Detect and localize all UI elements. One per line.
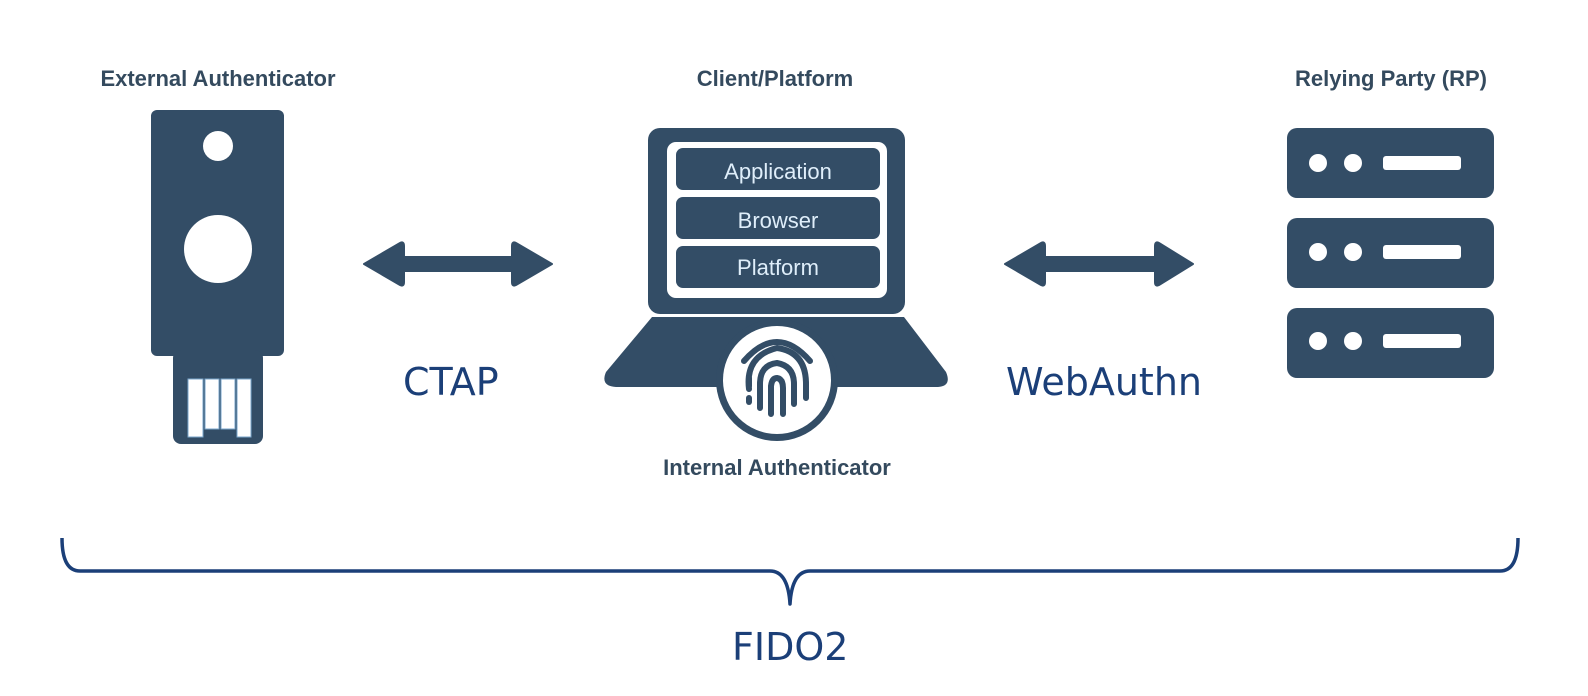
internal-authenticator-label: Internal Authenticator bbox=[663, 455, 891, 480]
usb-key-lanyard-hole bbox=[203, 131, 233, 161]
usb-key-connector bbox=[173, 350, 263, 444]
layer-browser bbox=[676, 197, 880, 239]
webauthn-label: WebAuthn bbox=[1006, 360, 1202, 404]
laptop-base bbox=[604, 317, 948, 387]
server-unit bbox=[1287, 128, 1494, 198]
server-unit bbox=[1287, 218, 1494, 288]
laptop-screen bbox=[648, 128, 905, 314]
relying-party-heading: Relying Party (RP) bbox=[1295, 66, 1487, 91]
laptop-screen-inner bbox=[667, 142, 887, 298]
layer-application-label: Application bbox=[724, 159, 832, 184]
client-platform-heading: Client/Platform bbox=[696, 66, 854, 91]
server-unit bbox=[1287, 308, 1494, 378]
layer-application bbox=[676, 148, 880, 190]
layer-platform bbox=[676, 246, 880, 288]
external-authenticator-heading: External Authenticator bbox=[100, 66, 336, 91]
layer-browser-label: Browser bbox=[738, 208, 819, 233]
ctap-label: CTAP bbox=[403, 360, 499, 404]
usb-key-contacts bbox=[187, 378, 252, 438]
fingerprint-icon bbox=[716, 319, 838, 441]
fido2-label: FIDO2 bbox=[732, 625, 849, 669]
usb-key-touch-button bbox=[184, 215, 252, 283]
usb-key-body bbox=[151, 110, 284, 356]
layer-platform-label: Platform bbox=[737, 255, 819, 280]
